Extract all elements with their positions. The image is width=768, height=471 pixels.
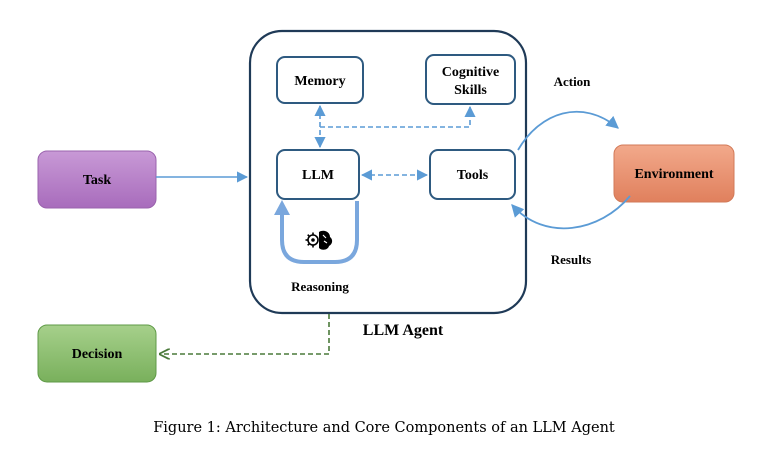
- environment-label: Environment: [634, 167, 713, 182]
- figure-caption: Figure 1: Architecture and Core Componen…: [153, 420, 615, 436]
- cognitive-label-line1: Cognitive: [442, 65, 500, 80]
- action-arrow: [517, 111, 619, 151]
- llm-node: LLM: [276, 149, 360, 200]
- llm-agent-container: [248, 29, 528, 315]
- task-node: Task: [37, 150, 157, 209]
- decision-node: Decision: [37, 324, 157, 383]
- agent-architecture-diagram: Memory Cognitive Skills LLM Tools: [37, 29, 735, 383]
- agent-to-decision-arrow: [160, 314, 330, 354]
- tools-node: Tools: [429, 149, 516, 200]
- llm-label: LLM: [302, 168, 334, 183]
- memory-cognitive-connector: [314, 104, 476, 149]
- tools-label: Tools: [457, 168, 489, 183]
- cognitive-label-line2: Skills: [454, 83, 487, 98]
- reasoning-loop: [274, 200, 359, 264]
- decision-label: Decision: [72, 347, 123, 362]
- brain-gear-icon: [305, 230, 333, 250]
- reasoning-label: Reasoning: [291, 279, 349, 294]
- memory-label: Memory: [294, 74, 345, 89]
- llm-agent-label: LLM Agent: [363, 322, 444, 339]
- environment-node: Environment: [613, 144, 735, 203]
- results-arrow: [511, 195, 631, 230]
- cognitive-skills-node: Cognitive Skills: [425, 54, 516, 105]
- task-label: Task: [83, 173, 112, 188]
- results-label: Results: [551, 252, 591, 267]
- action-label: Action: [554, 74, 592, 89]
- memory-node: Memory: [276, 56, 364, 104]
